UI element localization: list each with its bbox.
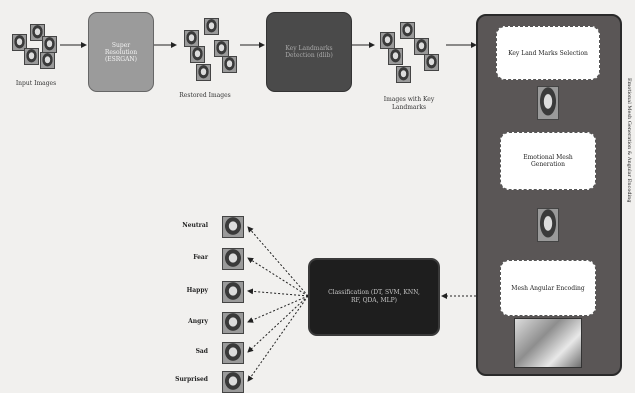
key-landmarks-selection-box: Key Land Marks Selection	[496, 26, 600, 80]
emotion-label: Happy	[168, 287, 208, 294]
emotion-row-neutral: Neutral	[168, 222, 208, 229]
emotional-mesh-generation-box: Emotional Mesh Generation	[500, 132, 596, 190]
classifier-output-lines	[248, 227, 308, 381]
face-thumbnail	[400, 22, 415, 39]
face-thumbnail	[414, 38, 429, 55]
face-thumbnail	[222, 56, 237, 73]
landmark-images-caption: Images with Key Landmarks	[374, 96, 444, 111]
emotion-face-sad	[222, 342, 244, 364]
super-resolution-label: Super Resolution (ESRGAN)	[89, 42, 153, 63]
face-mesh-image	[537, 208, 559, 242]
emotion-row-angry: Angry	[168, 318, 208, 325]
face-thumbnail	[380, 32, 395, 49]
key-landmarks-selection-label: Key Land Marks Selection	[498, 50, 598, 57]
emotion-face-surprised	[222, 371, 244, 393]
side-label-wrapper: Emotional Mesh Generation & Angular Enco…	[620, 78, 632, 268]
super-resolution-box: Super Resolution (ESRGAN)	[88, 12, 154, 92]
emotional-mesh-generation-label: Emotional Mesh Generation	[501, 154, 595, 168]
landmark-detection-box: Key Landmarks Detection (dlib)	[266, 12, 352, 92]
mesh-angular-encoding-box: Mesh Angular Encoding	[500, 260, 596, 316]
emotion-face-angry	[222, 312, 244, 334]
emotion-row-surprised: Surprised	[168, 376, 208, 383]
side-label: Emotional Mesh Generation & Angular Enco…	[626, 78, 632, 268]
classification-label: Classification (DT, SVM, KNN, RF, QDA, M…	[310, 289, 438, 306]
restored-images-caption: Restored Images	[170, 92, 240, 100]
face-thumbnail	[184, 30, 199, 47]
face-thumbnail	[214, 40, 229, 57]
face-thumbnail	[424, 54, 439, 71]
face-thumbnail	[42, 36, 57, 53]
emotion-label: Surprised	[168, 376, 208, 383]
emotion-face-fear	[222, 248, 244, 270]
face-thumbnail	[40, 52, 55, 69]
emotion-row-happy: Happy	[168, 287, 208, 294]
emotion-face-happy	[222, 281, 244, 303]
mesh-angular-encoding-label: Mesh Angular Encoding	[501, 285, 594, 292]
emotion-face-neutral	[222, 216, 244, 238]
face-thumbnail	[190, 46, 205, 63]
emotion-row-fear: Fear	[168, 254, 208, 261]
face-landmarks-image	[537, 86, 559, 120]
landmark-detection-label: Key Landmarks Detection (dlib)	[267, 45, 351, 59]
input-images-caption: Input Images	[4, 80, 68, 88]
face-thumbnail	[24, 48, 39, 65]
encoding-visualization-image	[514, 318, 582, 368]
face-thumbnail	[388, 48, 403, 65]
emotion-label: Sad	[168, 348, 208, 355]
emotion-label: Angry	[168, 318, 208, 325]
emotion-row-sad: Sad	[168, 348, 208, 355]
classification-box: Classification (DT, SVM, KNN, RF, QDA, M…	[308, 258, 440, 336]
face-thumbnail	[204, 18, 219, 35]
emotion-label: Fear	[168, 254, 208, 261]
emotion-label: Neutral	[168, 222, 208, 229]
face-thumbnail	[396, 66, 411, 83]
face-thumbnail	[196, 64, 211, 81]
